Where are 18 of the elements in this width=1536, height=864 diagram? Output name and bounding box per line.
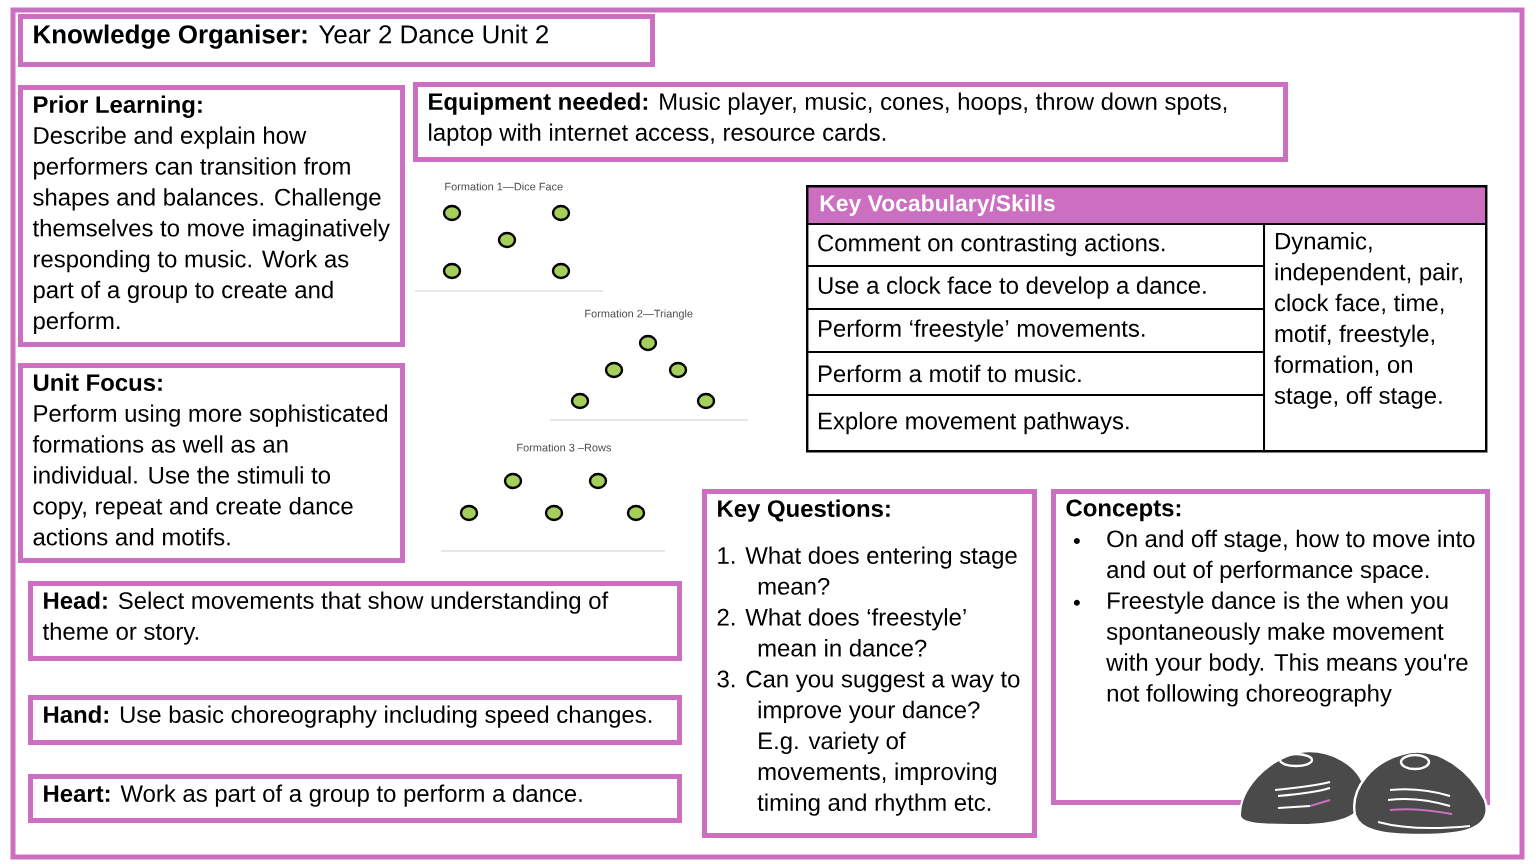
formation-label: Formation 2—Triangle	[585, 309, 693, 320]
table-cell: Comment on contrasting actions.	[806, 223, 1265, 267]
formation-label: Formation 3 –Rows	[517, 443, 611, 452]
table-cell: Perform a motif to music.	[806, 351, 1265, 396]
text-box: Key Questions: 1. What does entering stage mean? 2. What does ‘freestyle’ mean in dance? 3. Can you suggest a way to improve your dance? E.g. variety of movements, improving timing and rhythm etc.	[702, 489, 1037, 838]
text-box: Unit Focus: Perform using more sophisticated formations as well as an individual. Use the stimuli to copy, repeat and create dance actions and motifs.	[18, 363, 405, 563]
table-cell: Explore movement pathways.	[806, 394, 1265, 452]
text-box: Concepts: On and off stage, how to move into and out of performance space. Freestyle dance is the when you spontaneously make movement with your body. This means you're not following choreography	[1051, 489, 1491, 805]
table-cell: Dynamic, independent, pair, clock face, time, motif, freestyle, formation, on stage, off stage.	[1263, 223, 1487, 452]
text-box: Hand: Use basic choreography including speed changes.	[28, 695, 683, 745]
text-box: Prior Learning: Describe and explain how performers can transition from shapes and balances. Challenge themselves to move imaginatively responding to music. Work as part of a group to create and perform.	[18, 85, 405, 347]
text-box: Equipment needed: Music player, music, cones, hoops, throw down spots, laptop with internet access, resource cards.	[413, 82, 1289, 162]
table-cell: Use a clock face to develop a dance.	[806, 265, 1265, 310]
text-box: Heart: Work as part of a group to perform a dance.	[28, 774, 683, 823]
title-box: Knowledge Organiser: Year 2 Dance Unit 2	[18, 14, 656, 67]
formation-label: Formation 1—Dice Face	[445, 182, 563, 191]
text-box: Head: Select movements that show understanding of theme or story.	[28, 581, 683, 661]
table-cell: Perform ‘freestyle’ movements.	[806, 308, 1265, 353]
